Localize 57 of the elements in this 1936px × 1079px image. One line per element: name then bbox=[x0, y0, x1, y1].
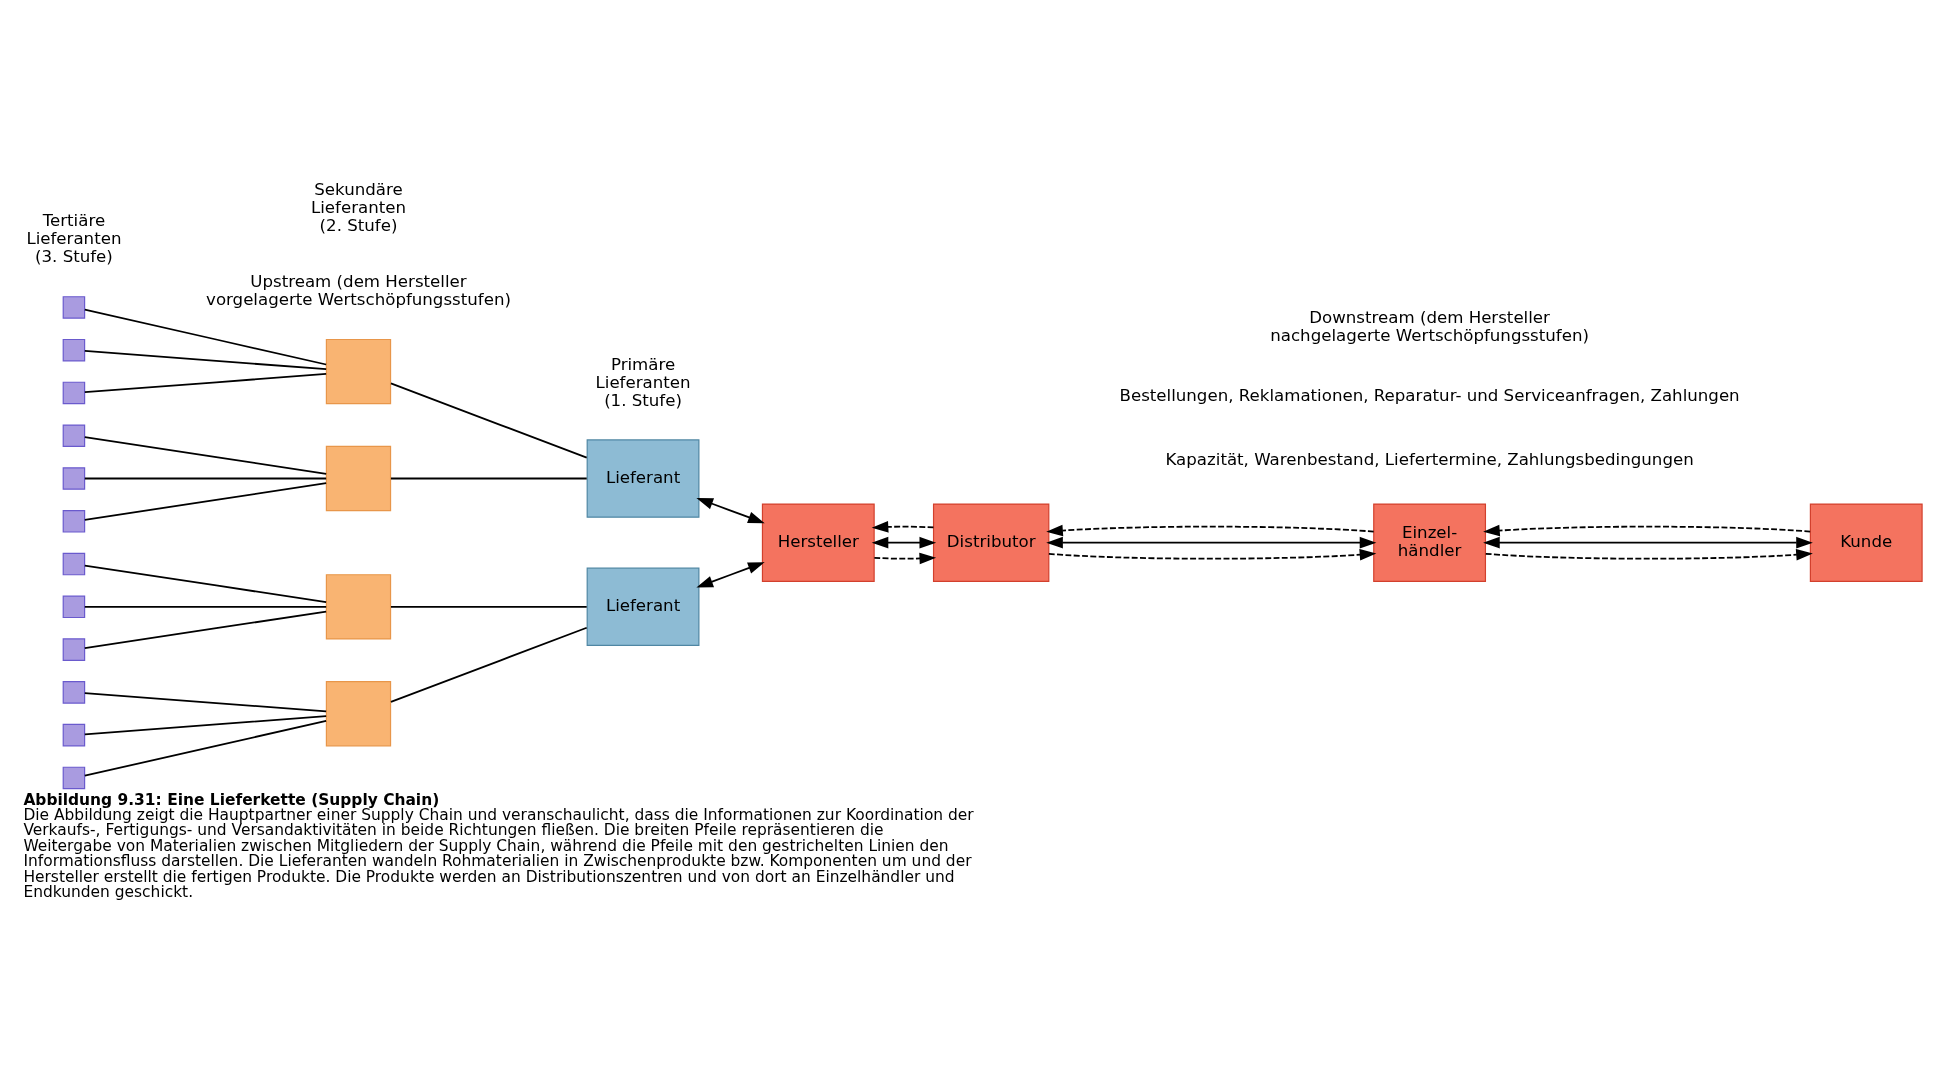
connector bbox=[83, 605, 328, 608]
connector bbox=[83, 477, 328, 479]
label: Downstream (dem Hersteller nachgelagerte Wertschöpfungsstufen) bbox=[1270, 307, 1589, 345]
arrow bbox=[1484, 548, 1813, 561]
arrow bbox=[1483, 524, 1812, 536]
node-box bbox=[62, 552, 86, 575]
connector bbox=[83, 372, 328, 393]
node-box bbox=[62, 338, 86, 361]
node-box bbox=[62, 423, 86, 447]
node-box bbox=[62, 637, 86, 661]
node-box bbox=[62, 509, 86, 533]
node-box: Hersteller bbox=[761, 502, 875, 582]
node-box bbox=[62, 595, 86, 618]
node-box: Kunde bbox=[1809, 502, 1923, 582]
arrow bbox=[873, 552, 937, 564]
connector bbox=[390, 605, 588, 608]
diagram-title: Abbildung 9.31: Eine Lieferkette (Supply Chain) bbox=[23, 790, 440, 809]
arrow bbox=[1046, 524, 1375, 536]
node-box bbox=[62, 381, 86, 404]
label: Upstream (dem Hersteller vorgelagerte Wertschöpfungsstufen) bbox=[206, 271, 511, 309]
node-box bbox=[62, 295, 86, 319]
label: Tertiäre Lieferanten (3. Stufe) bbox=[26, 210, 122, 266]
connector bbox=[83, 435, 328, 475]
node-box bbox=[325, 680, 392, 746]
connector bbox=[83, 481, 328, 521]
label: Kapazität, Warenbestand, Liefertermine, Zahlungsbedingungen bbox=[1165, 449, 1694, 469]
node-box bbox=[325, 338, 392, 404]
arrow bbox=[696, 561, 765, 587]
connector bbox=[83, 564, 328, 603]
arrow bbox=[1048, 548, 1377, 561]
connector bbox=[83, 308, 328, 365]
label: Sekundäre Lieferanten (2. Stufe) bbox=[310, 179, 406, 235]
node-box bbox=[62, 723, 86, 746]
arrow bbox=[1046, 536, 1377, 548]
arrow bbox=[871, 520, 935, 533]
connector bbox=[83, 714, 328, 735]
connector bbox=[83, 691, 328, 712]
arrow bbox=[696, 497, 765, 523]
node-box: Lieferant bbox=[586, 438, 700, 518]
connector bbox=[390, 382, 588, 458]
node-box: Distributor bbox=[932, 502, 1050, 582]
node-box bbox=[62, 466, 86, 490]
label: Bestellungen, Reklamationen, Reparatur- und Serviceanfragen, Zahlungen bbox=[1119, 385, 1740, 405]
node-box bbox=[62, 766, 86, 789]
connector bbox=[83, 719, 328, 777]
connector bbox=[390, 477, 588, 479]
arrow bbox=[1483, 536, 1813, 548]
label: Primäre Lieferanten (1. Stufe) bbox=[595, 354, 691, 410]
node-box bbox=[325, 445, 392, 511]
node-box: Lieferant bbox=[586, 567, 700, 646]
connector bbox=[83, 349, 328, 370]
connector bbox=[83, 610, 328, 649]
connector bbox=[390, 626, 588, 703]
node-box bbox=[325, 573, 392, 639]
node-box: Einzel-händler bbox=[1373, 502, 1487, 582]
node-box bbox=[62, 680, 86, 704]
arrow bbox=[871, 536, 937, 548]
